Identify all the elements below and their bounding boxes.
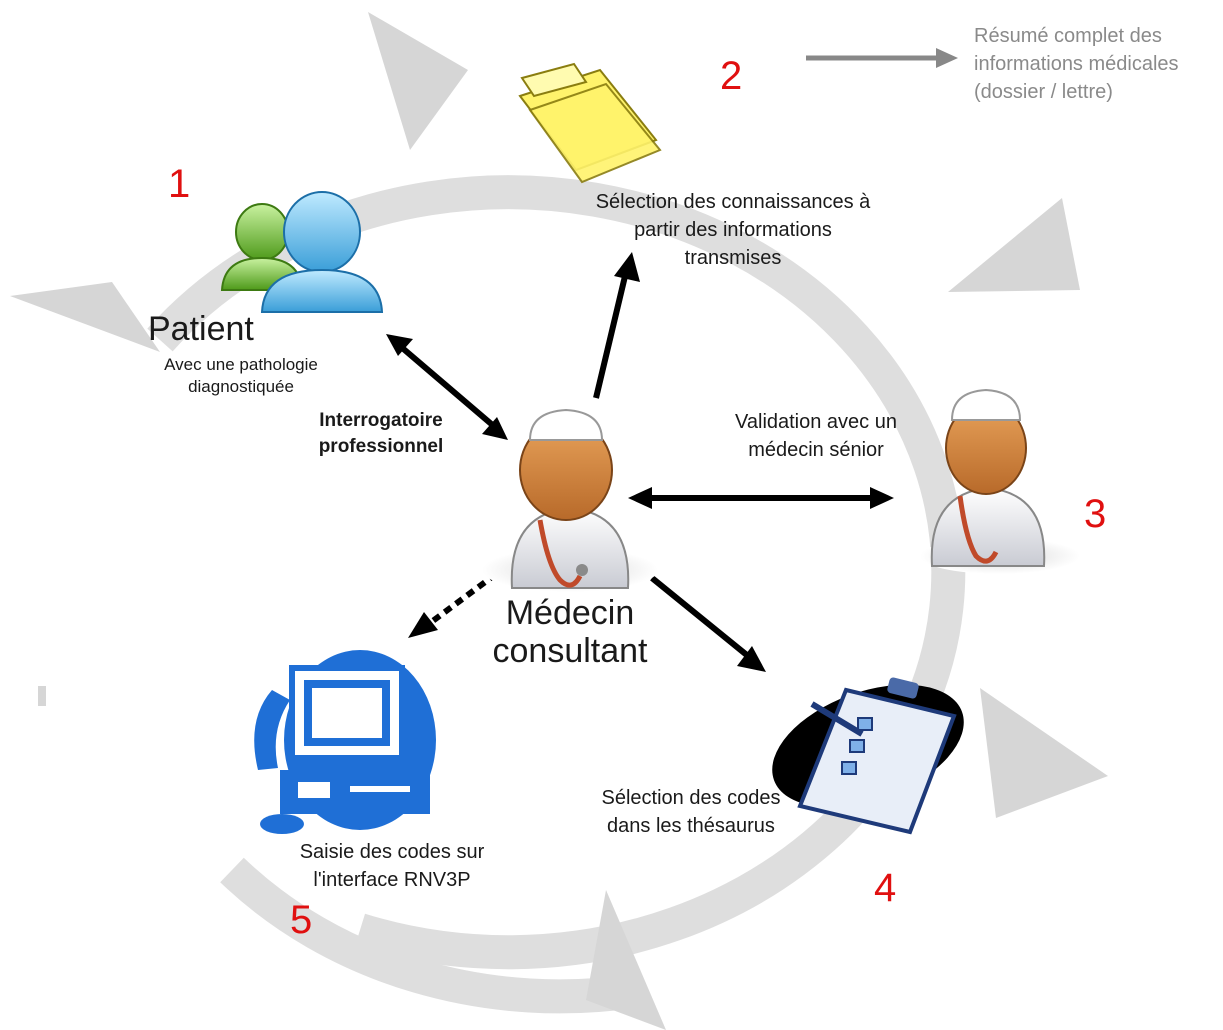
step-number-1: 1 — [168, 162, 191, 206]
patient-title: Patient — [148, 310, 254, 348]
doctor-icon — [482, 408, 658, 592]
notepad-icon — [518, 62, 662, 184]
arrowhead — [614, 252, 640, 282]
arrowhead — [628, 487, 652, 509]
cycle-arrowhead-bottom — [586, 890, 666, 1030]
clipboard-icon — [772, 677, 964, 835]
arrowhead — [482, 417, 508, 440]
summary-arrow — [806, 48, 958, 68]
step-number-3: 3 — [1084, 492, 1107, 536]
cycle-arrowhead-right-upper — [948, 198, 1080, 292]
thesaurus-label: Sélection des codes dans les thésaurus — [601, 787, 781, 837]
interview-label: Interrogatoire professionnel — [318, 410, 444, 457]
users-icon — [220, 191, 384, 313]
cycle-arrowhead-right-lower — [980, 688, 1108, 818]
connector-arrows — [386, 252, 894, 672]
summary-text: Résumé complet des informations médicale… — [974, 25, 1179, 103]
step-number-2: 2 — [720, 54, 743, 98]
arrowhead — [870, 487, 894, 509]
interface-label: Saisie des codes sur l'interface RNV3P — [299, 841, 485, 891]
consultant-label: Médecin consultant — [492, 594, 648, 670]
arrowhead — [386, 334, 413, 356]
step-number-5: 5 — [290, 898, 313, 942]
dotted-arrow — [408, 571, 498, 638]
cycle-ring — [10, 12, 1108, 1030]
arrowhead — [737, 646, 766, 672]
cycle-arrowhead-left — [10, 282, 160, 352]
step-number-4: 4 — [874, 866, 897, 910]
cycle-fragment — [38, 686, 46, 706]
cycle-arrowhead-top — [368, 12, 468, 150]
senior-doctor-icon — [920, 388, 1080, 574]
validation-label: Validation avec un médecin sénior — [735, 411, 897, 461]
computer-icon — [260, 650, 436, 834]
knowledge-label: Sélection des connaissances à partir des… — [595, 191, 871, 269]
patient-subtitle: Avec une pathologie diagnostiquée — [164, 355, 318, 396]
computer-accent — [254, 690, 290, 770]
